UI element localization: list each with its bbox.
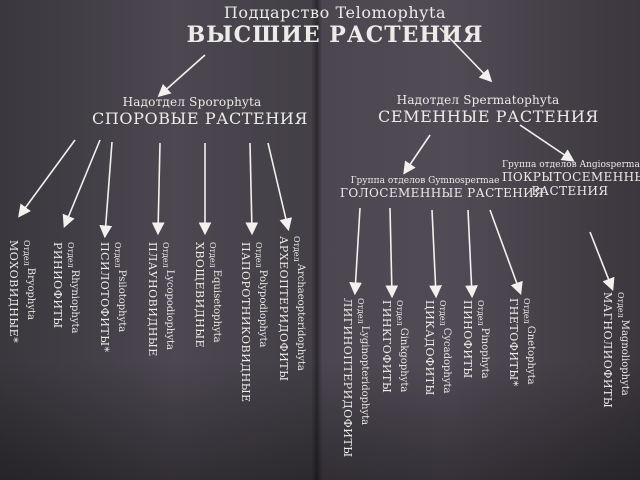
arrow-psilotophyta: [99, 141, 113, 239]
division-ginkgophyta: ОтделGinkgophyta ГИНКГОФИТЫ: [380, 300, 409, 394]
arrow-lycopodiophyta: [151, 142, 165, 236]
arrow-rhyniophyta: [62, 139, 101, 228]
angiospermae-node: Группа отделов Angiospermae ПОКРЫТОСЕМЕН…: [502, 160, 640, 198]
division-magnoliophyta: ОтделMagnoliophyta МАГНОЛИОФИТЫ: [601, 292, 630, 409]
arrow-polypodiophyta: [245, 142, 259, 236]
division-lycopodiophyta: ОтделLycopodiophyta ПЛАУНОВИДНЫЕ: [146, 242, 175, 357]
division-pinophyta: ОтделPinophyta ПИНОФИТЫ: [461, 300, 490, 379]
spermatophyta-label: Надотдел Spermatophyta: [396, 93, 560, 107]
gymnospermae-label: Группа отделов Gymnospermae: [350, 176, 500, 186]
angiospermae-title-line1: ПОКРЫТОСЕМЕННЫЕ: [502, 170, 640, 184]
division-bryophyta: ОтделBryophyta МОХОВИДНЫЕ*: [7, 240, 36, 344]
arrow-pinophyta: [465, 209, 478, 299]
division-lyginopteridophyta: ОтделLyginopteridophyta ЛИГИНОПТЕРИДОФИТ…: [341, 298, 370, 458]
arrow-gymnospermae: [403, 134, 431, 175]
angiospermae-title-line2: РАСТЕНИЯ: [531, 184, 609, 198]
division-psilotophyta: ОтделPsilotophyta ПСИЛОТОФИТЫ*: [98, 242, 127, 353]
sporophyta-label: Надотдел Sporophyta: [122, 95, 262, 109]
left-page: [0, 0, 318, 480]
arrow-root-spermatophyta: [439, 27, 493, 83]
arrow-angiospermae: [519, 124, 575, 162]
gymnospermae-title: ГОЛОСЕМЕННЫЕ РАСТЕНИЯ: [340, 186, 545, 200]
arrow-archaeopteridophyta: [267, 142, 293, 232]
arrow-gnetophyta: [489, 209, 523, 296]
division-rhyniophyta: ОтделRhyniophyta РИНИОФИТЫ: [51, 242, 80, 334]
arrow-magnoliophyta: [589, 231, 615, 291]
arrow-bryophyta: [18, 139, 76, 218]
sporophyta-node: Надотдел Sporophyta СПОРОВЫЕ РАСТЕНИЯ: [92, 95, 308, 128]
spermatophyta-node: Надотдел Spermatophyta СЕМЕННЫЕ РАСТЕНИЯ: [378, 93, 599, 126]
root-subkingdom-label: Подцарство Telomophyta: [223, 3, 447, 22]
division-equisetophyta: ОтделEquisetophyta ХВОЩЕВИДНЫЕ: [193, 242, 222, 349]
angiospermae-label: Группа отделов Angiospermae: [502, 160, 640, 170]
spermatophyta-title: СЕМЕННЫЕ РАСТЕНИЯ: [378, 107, 599, 126]
page-shadow: [0, 360, 640, 480]
arrow-cycadophyta: [429, 209, 442, 299]
gymnospermae-node: Группа отделов Gymnospermae ГОЛОСЕМЕННЫЕ…: [340, 176, 545, 200]
arrow-lyginopteridophyta: [349, 207, 362, 296]
root-node: Подцарство Telomophyta ВЫСШИЕ РАСТЕНИЯ: [180, 3, 490, 48]
division-gnetophyta: ОтделGnetophyta ГНЕТОФИТЫ*: [507, 298, 536, 387]
division-polypodiophyta: ОтделPolypodiophyta ПАПОРОТНИКОВИДНЫЕ: [239, 242, 268, 403]
division-archaeopteridophyta: ОтделArchaeopteridophyta АРХЕОПТЕРИДОФИТ…: [277, 236, 306, 382]
book-spine: [312, 0, 322, 480]
arrow-ginkgophyta: [385, 207, 399, 299]
root-title: ВЫСШИЕ РАСТЕНИЯ: [186, 22, 484, 48]
sporophyta-title: СПОРОВЫЕ РАСТЕНИЯ: [92, 109, 308, 128]
arrow-root-sporophyta: [157, 54, 206, 98]
division-cycadophyta: ОтделCycadophyta ЦИКАДОФИТЫ: [423, 300, 452, 396]
